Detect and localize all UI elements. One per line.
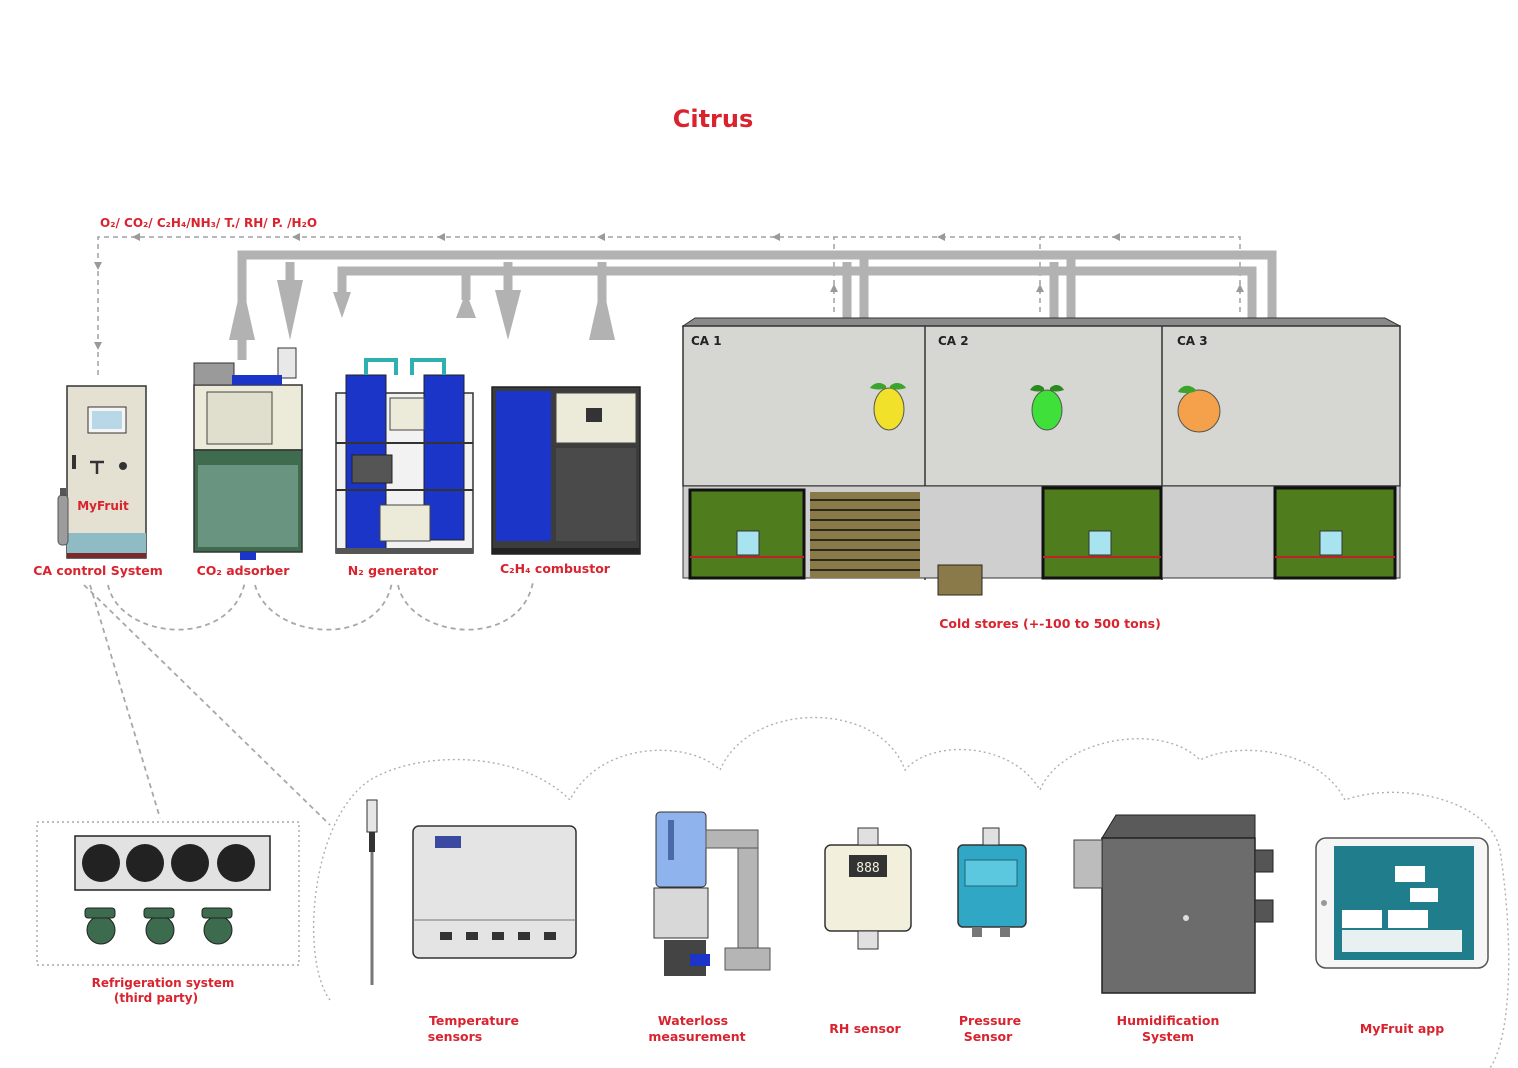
page-title: Citrus [673, 105, 754, 133]
sensor-network-cloud [312, 716, 1510, 1068]
humidification-label-line1: Humidification [1117, 1013, 1220, 1028]
pressure-sensor-device [957, 827, 1027, 937]
temperature-sensors-label-line2: sensors [428, 1029, 482, 1044]
pressure-sensor-label-line1: Pressure [959, 1013, 1021, 1028]
c2h4-combustor-label: C₂H₄ combustor [500, 561, 611, 576]
temperature-sensors-label-line1: Temperature [429, 1013, 519, 1028]
pressure-sensor-label-line2: Sensor [964, 1029, 1013, 1044]
co2-adsorber-unit [193, 347, 303, 560]
cold-store-building [681, 317, 1401, 596]
svg-text:888: 888 [856, 861, 879, 876]
waterloss-label-line1: Waterloss [658, 1013, 728, 1028]
rh-sensor-label: RH sensor [829, 1021, 901, 1036]
lime-icon [1030, 384, 1064, 431]
cold-stores-label: Cold stores (+-100 to 500 tons) [939, 616, 1161, 631]
co2-adsorber-label: CO₂ adsorber [197, 563, 291, 578]
myfruit-app-tablet [1315, 837, 1489, 969]
evaporator-unit [74, 835, 271, 891]
temperature-controller-box [412, 825, 577, 959]
myfruit-app-label: MyFruit app [1360, 1021, 1444, 1036]
c2h4-combustor-unit [491, 386, 641, 555]
ca-2-label: CA 2 [938, 334, 969, 348]
n2-generator-label: N₂ generator [348, 563, 439, 578]
humidification-label-line2: System [1142, 1029, 1194, 1044]
gas-parameters-label: O₂/ CO₂/ C₂H₄/NH₃/ T./ RH/ P. /H₂O [100, 216, 317, 230]
gas-flow-arrows [229, 280, 615, 340]
equipment-connections [83, 581, 534, 826]
temperature-probe [366, 799, 378, 985]
waterloss-device [653, 811, 771, 976]
compressor-icons [84, 907, 233, 945]
ca-1-label: CA 1 [691, 334, 722, 348]
refrigeration-label-line1: Refrigeration system [92, 976, 235, 990]
ca-3-label: CA 3 [1177, 334, 1208, 348]
refrigeration-box [36, 821, 300, 966]
myfruit-brand: MyFruit [77, 499, 129, 513]
lemon-icon [870, 382, 906, 431]
refrigeration-label-line2: (third party) [114, 991, 198, 1005]
n2-generator-unit [335, 358, 474, 554]
waterloss-label-line2: measurement [648, 1029, 745, 1044]
orange-icon [1177, 385, 1221, 433]
ca-control-system-label: CA control System [33, 563, 163, 578]
humidification-device [1073, 814, 1274, 994]
rh-sensor-device: 888 [824, 827, 912, 950]
ca-control-cabinet [57, 385, 147, 559]
sampling-arrows [94, 233, 1244, 350]
